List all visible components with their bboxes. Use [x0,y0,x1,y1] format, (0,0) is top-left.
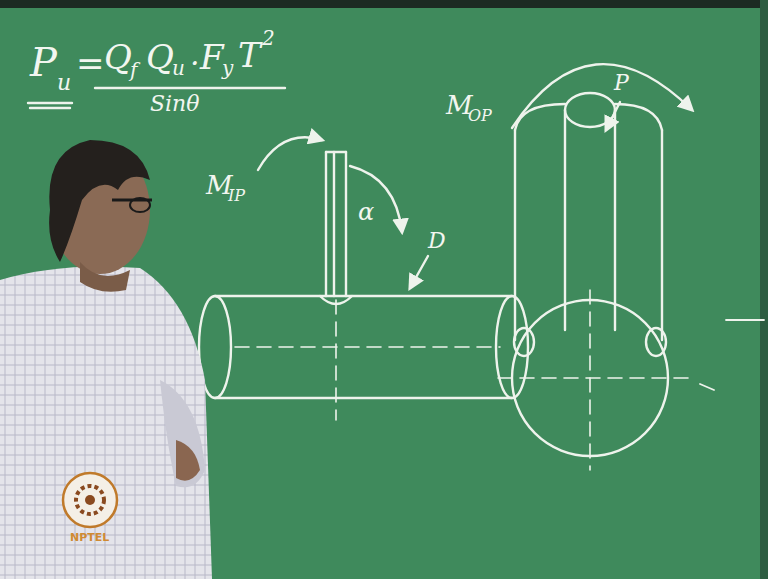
formula-symbol: . [190,40,200,70]
formula-symbol: T [238,38,261,72]
formula-symbol: F [200,40,224,74]
formula-subscript: u [57,72,71,94]
formula-subscript: f [130,60,137,80]
formula-symbol: = [76,46,105,80]
formula-symbol: P [30,42,57,82]
formula-symbol: Q [146,40,174,74]
formula-symbol: Q [104,40,132,74]
formula-subscript: OP [468,108,492,124]
formula-subscript: 2 [262,28,275,48]
nptel-logo [63,473,117,527]
formula-subscript: D [428,230,446,252]
formula-symbol: α [358,200,374,224]
formula-subscript: IP [228,188,245,204]
logo-text: NPTEL [70,532,109,543]
formula-subscript: u [172,58,185,78]
formula-subscript: Sinθ [150,93,200,115]
formula-subscript: P [614,72,629,94]
formula-subscript: y [222,58,233,78]
lecturer-figure [0,140,212,579]
